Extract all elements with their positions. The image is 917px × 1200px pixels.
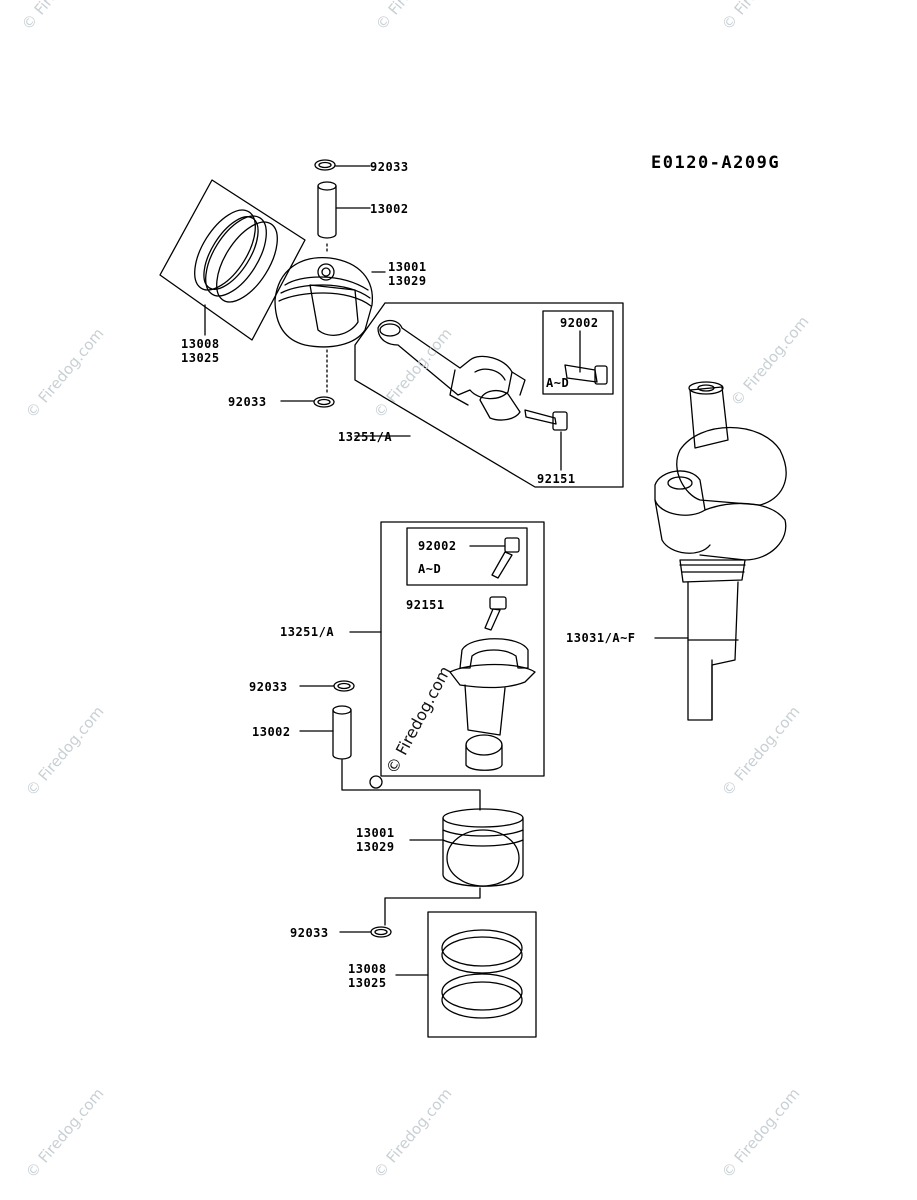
bolt-bottom-icon bbox=[484, 596, 507, 631]
piston-rings-top-icon bbox=[159, 179, 306, 341]
label-13001-top: 13001 bbox=[388, 260, 427, 274]
label-13002-top: 13002 bbox=[370, 202, 409, 216]
label-92002-bottom: 92002 bbox=[418, 539, 457, 553]
snap-ring-bottom-2-icon bbox=[339, 926, 392, 938]
label-13251-top: 13251/A bbox=[338, 430, 393, 444]
piston-top-icon bbox=[274, 256, 386, 393]
crankshaft-icon bbox=[654, 381, 787, 721]
label-13031: 13031/A~F bbox=[566, 631, 636, 645]
piston-pin-top-icon bbox=[317, 181, 371, 253]
conrod-top-frame bbox=[354, 302, 624, 488]
label-13008-top: 13008 bbox=[181, 337, 220, 351]
conrod-bottom-icon bbox=[449, 638, 536, 771]
label-92151-top: 92151 bbox=[537, 472, 576, 486]
snap-ring-top-icon bbox=[314, 159, 371, 171]
copyright-mark-icon bbox=[369, 775, 383, 789]
piston-rings-bottom-icon bbox=[395, 911, 537, 1038]
label-ad-top: A~D bbox=[546, 376, 570, 390]
bolt-box-bottom bbox=[406, 527, 528, 586]
label-13025-top: 13025 bbox=[181, 351, 220, 365]
bolt-box-top bbox=[542, 310, 614, 395]
piston-pin-bottom-icon bbox=[299, 705, 481, 811]
conrod-top-icon bbox=[377, 319, 526, 421]
label-92002-top: 92002 bbox=[560, 316, 599, 330]
label-92033-top: 92033 bbox=[370, 160, 409, 174]
snap-ring-mid-icon bbox=[280, 396, 335, 408]
label-13029-bottom: 13029 bbox=[356, 840, 395, 854]
bolt-top-icon bbox=[524, 409, 568, 471]
label-13251-bottom: 13251/A bbox=[280, 625, 335, 639]
label-13008-bottom: 13008 bbox=[348, 962, 387, 976]
label-13002-bottom: 13002 bbox=[252, 725, 291, 739]
label-13001-bottom: 13001 bbox=[356, 826, 395, 840]
label-92151-bottom: 92151 bbox=[406, 598, 445, 612]
label-92033-bottom-1: 92033 bbox=[249, 680, 288, 694]
snap-ring-bottom-1-icon bbox=[299, 680, 355, 692]
label-13025-bottom: 13025 bbox=[348, 976, 387, 990]
label-13029-top: 13029 bbox=[388, 274, 427, 288]
conrod-bottom-frame bbox=[349, 521, 545, 777]
diagram-code: E0120-A209G bbox=[651, 153, 781, 173]
label-ad-bottom: A~D bbox=[418, 562, 442, 576]
label-92033-bottom-2: 92033 bbox=[290, 926, 329, 940]
label-92033-mid: 92033 bbox=[228, 395, 267, 409]
piston-bottom-icon bbox=[384, 808, 524, 926]
